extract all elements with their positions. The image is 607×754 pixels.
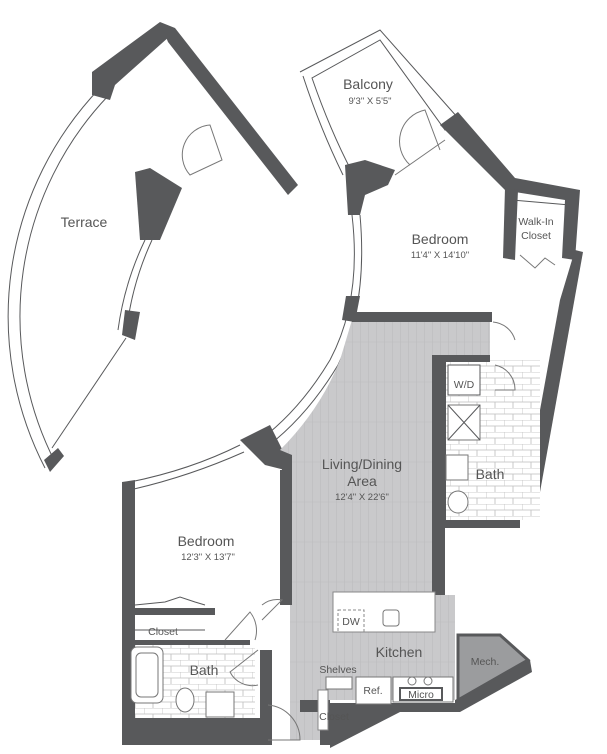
bottom-wall — [122, 650, 532, 748]
terrace-label: Terrace — [61, 214, 108, 230]
bedroom-left-dims: 12'3" X 13'7" — [181, 552, 235, 563]
bath-right-label: Bath — [476, 466, 505, 482]
terrace — [7, 22, 298, 472]
walk-in-closet-label: Walk-In — [518, 216, 553, 228]
kitchen-label: Kitchen — [376, 644, 423, 660]
living-dining-label: Living/Dining — [322, 456, 402, 472]
entry-door[interactable] — [267, 704, 301, 741]
mechanical-label: Mech. — [471, 656, 500, 668]
walk-in-closet-label-2: Closet — [521, 230, 551, 242]
curved-wall — [129, 160, 395, 490]
washer-dryer-label: W/D — [454, 379, 475, 391]
closet-entry-label: Closet — [319, 711, 349, 723]
kitchen — [317, 591, 454, 731]
bath-left-label: Bath — [190, 662, 219, 678]
microwave-label: Micro — [408, 689, 434, 701]
balcony-dims: 9'3" X 5'5" — [348, 96, 391, 107]
bath-left — [130, 645, 259, 720]
living-dining-dims: 12'4" X 22'6" — [335, 492, 389, 503]
mechanical-room — [456, 633, 531, 703]
refrigerator-label: Ref. — [363, 685, 382, 697]
bedroom-left-label: Bedroom — [178, 533, 235, 549]
dishwasher-label: DW — [342, 616, 360, 628]
balcony-label: Balcony — [343, 76, 393, 92]
bath-right — [440, 321, 540, 528]
bedroom-right-label: Bedroom — [412, 231, 469, 247]
living-dining-label-2: Area — [347, 473, 377, 489]
shelves-label: Shelves — [319, 664, 356, 676]
bedroom-right-dims: 11'4" X 14'10" — [411, 250, 469, 261]
closet-bedroom-left-label: Closet — [148, 626, 178, 638]
